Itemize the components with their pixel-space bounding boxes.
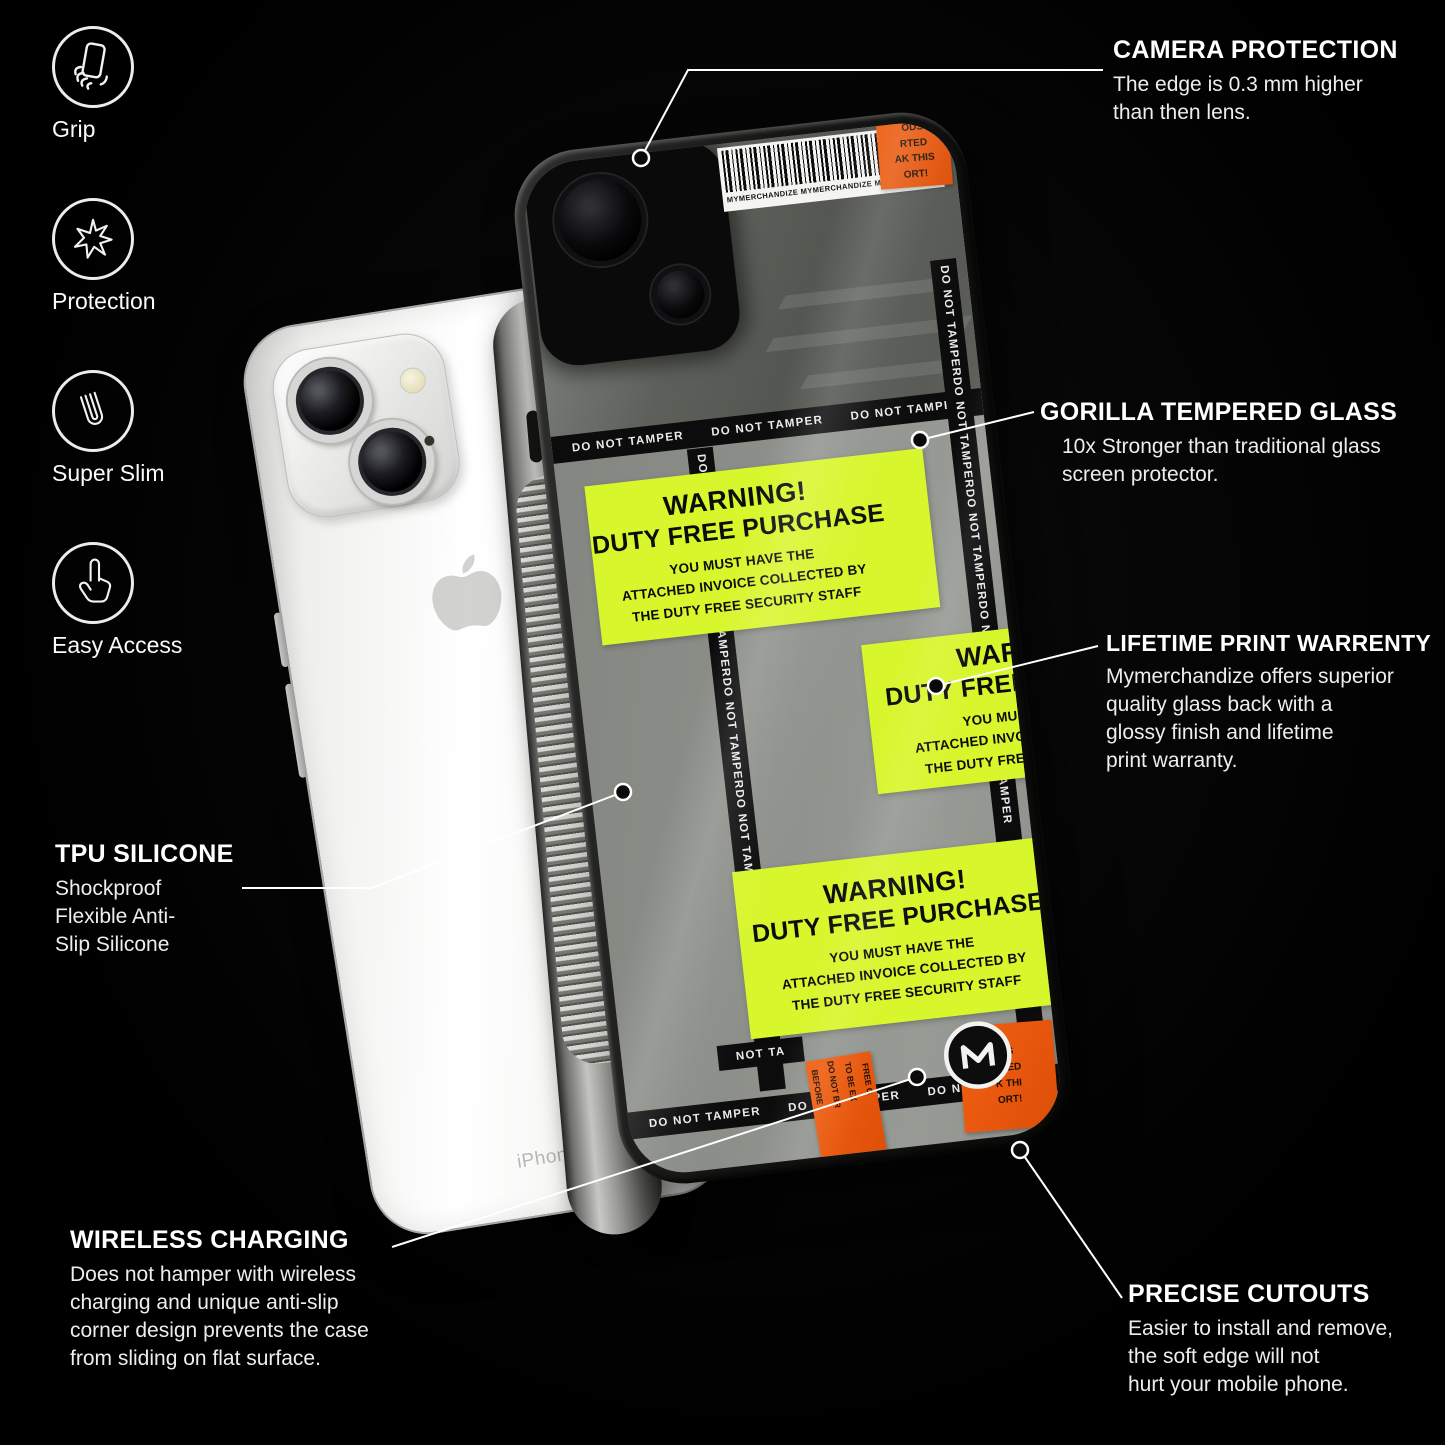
callout-body: Shockproof Flexible Anti- Slip Silicone [55, 877, 176, 956]
protection-icon [52, 198, 134, 280]
tamper-text: DO NOT TAMPER [571, 429, 685, 455]
callout-title: LIFETIME PRINT WARRENTY [1106, 630, 1432, 656]
camera-flash-icon [397, 365, 428, 396]
export-sticker-left: FREE G TO BE EX DO NOT BR BEFORE [805, 1051, 889, 1173]
case-camera-cutout [521, 137, 744, 370]
white-phone-back: iPhone [235, 277, 735, 1243]
camera-hole [648, 262, 713, 327]
warning-sticker: WARNING! DUTY FREE PURCHASE YOU MUST HAV… [861, 607, 1066, 795]
callout-title: CAMERA PROTECTION [1113, 36, 1398, 64]
callout-body: Does not hamper with wireless charging a… [70, 1263, 369, 1370]
super-slim-icon [52, 370, 134, 452]
feature-grip: Grip [52, 26, 182, 143]
phone-camera-module [266, 327, 466, 524]
export-sticker-top: ODS RTED AK THIS ORT! [873, 117, 953, 190]
feature-easy-access: Easy Access [52, 542, 182, 659]
precise-cutouts-line [1019, 1149, 1123, 1299]
case-back-design: MYMERCHANDIZE MYMERCHANDIZE MYMERCHANDIZ… [519, 117, 1066, 1179]
callout-body: 10x Stronger than traditional glass scre… [1062, 435, 1381, 486]
mymerchandize-logo-icon [944, 1021, 1012, 1089]
mute-switch [273, 612, 290, 668]
callout-camera-protection: CAMERA PROTECTION The edge is 0.3 mm hig… [1113, 36, 1433, 127]
tamper-strip-fragment: NOT TA [716, 1036, 805, 1071]
feature-super-slim: Super Slim [52, 370, 182, 487]
callout-lifetime-print-warranty: LIFETIME PRINT WARRENTY Mymerchandize of… [1106, 630, 1441, 775]
warning-sticker: WARNING! DUTY FREE PURCHASE YOU MUST HAV… [732, 834, 1066, 1040]
camera-hole [549, 169, 652, 271]
feature-list: Grip Protection Super Slim [52, 26, 182, 714]
callout-gorilla-tempered-glass: GORILLA TEMPERED GLASS 10x Stronger than… [1040, 398, 1435, 489]
callout-title: WIRELESS CHARGING [70, 1226, 349, 1254]
callout-body: Mymerchandize offers superior quality gl… [1106, 665, 1394, 772]
callout-body: Easier to install and remove, the soft e… [1128, 1317, 1393, 1396]
feature-protection: Protection [52, 198, 182, 315]
callout-tpu-silicone: TPU SILICONE Shockproof Flexible Anti- S… [55, 840, 285, 959]
feature-label: Super Slim [52, 460, 165, 486]
easy-access-icon [52, 542, 134, 624]
callout-wireless-charging: WIRELESS CHARGING Does not hamper with w… [70, 1226, 440, 1373]
callout-title: TPU SILICONE [55, 840, 234, 868]
callout-precise-cutouts: PRECISE CUTOUTS Easier to install and re… [1128, 1280, 1438, 1399]
callout-title: PRECISE CUTOUTS [1128, 1280, 1370, 1308]
callout-body: The edge is 0.3 mm higher than then lens… [1113, 73, 1363, 124]
tamper-text: DO NOT TAMPER [710, 413, 824, 439]
apple-logo-icon [432, 554, 502, 631]
warning-sticker: WARNING! DUTY FREE PURCHASE YOU MUST HAV… [584, 448, 941, 646]
feature-label: Protection [52, 288, 156, 314]
feature-label: Easy Access [52, 632, 183, 658]
feature-label: Grip [52, 116, 96, 142]
tamper-text: DO NOT TAMPER [648, 1105, 762, 1130]
callout-title: GORILLA TEMPERED GLASS [1040, 398, 1398, 426]
grip-icon [52, 26, 134, 108]
volume-buttons [284, 683, 308, 779]
phone-case: MYMERCHANDIZE MYMERCHANDIZE MYMERCHANDIZ… [507, 105, 1078, 1191]
camera-mic-icon [423, 435, 436, 447]
